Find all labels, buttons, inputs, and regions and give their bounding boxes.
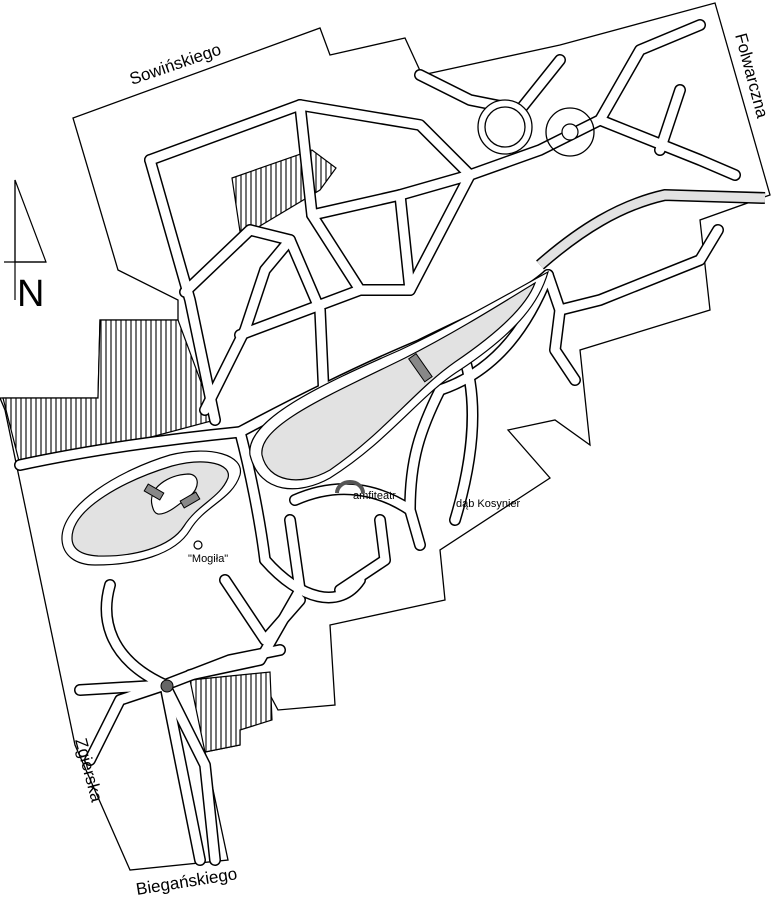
place-label-oak: dąb Kosynier [456,498,521,510]
north-arrow-icon [14,179,47,263]
bridge-large-pond [407,352,433,383]
north-label: N [17,273,44,315]
hatched-zone-south [189,671,273,753]
bridge-island-west [143,483,165,501]
grave-marker-icon [193,540,203,550]
large-pond [261,281,537,481]
bridge-island-east [179,491,201,509]
street-label-bieganskiego: Biegańskiego [135,864,239,897]
north-arrow: N [4,179,47,315]
roundabout-east [545,107,595,157]
amphitheatre-icon [335,480,365,494]
roundabout-west [477,99,533,155]
place-label-amphitheatre: amfiteatr [353,490,396,502]
point-marker-icon [160,679,174,693]
place-label-grave: "Mogiła" [188,553,228,565]
